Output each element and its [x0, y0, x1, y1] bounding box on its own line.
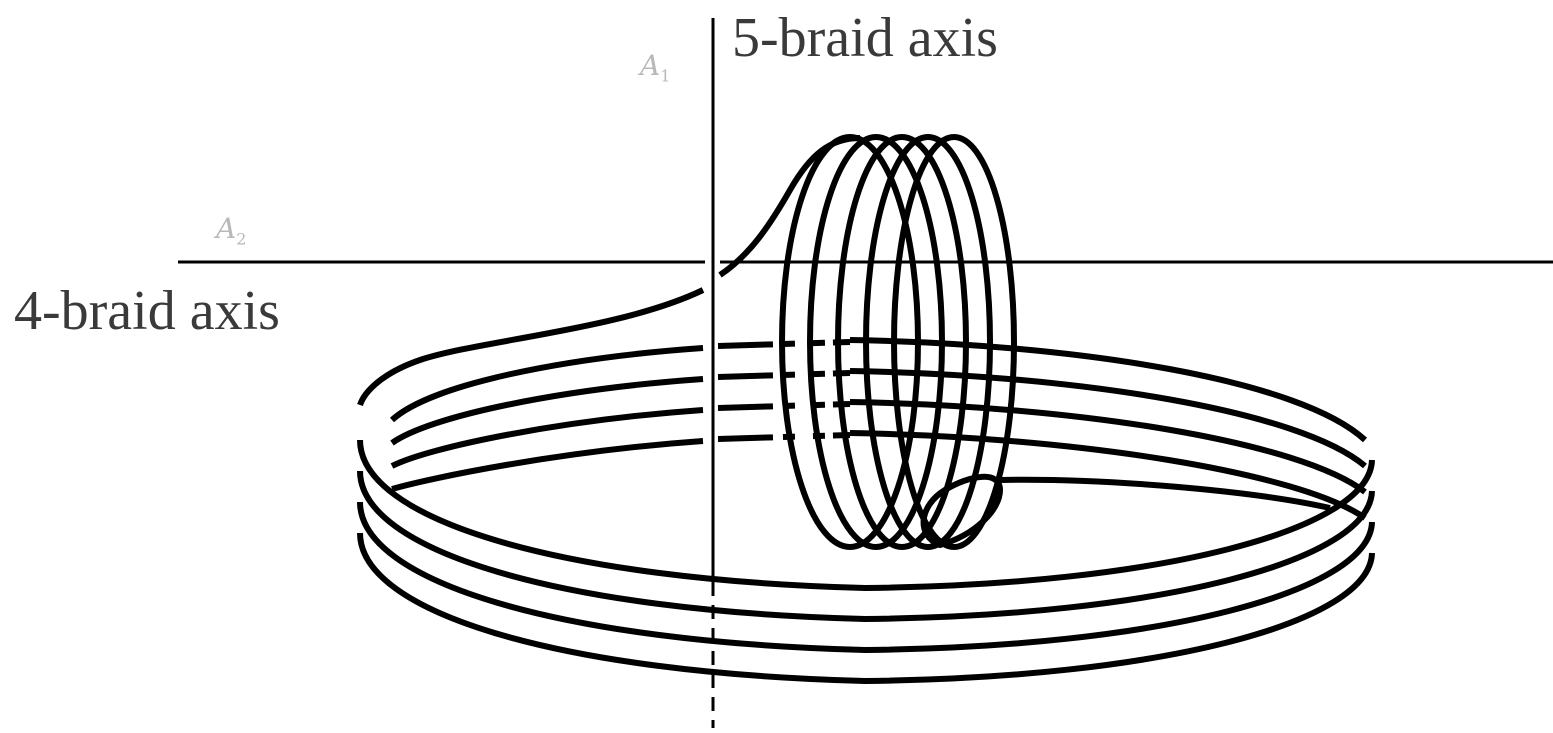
horizontal-loop-back-left-4 — [391, 438, 704, 492]
horizontal-loop-back-left-2 — [390, 376, 704, 446]
horizontal-loop-back-left-3 — [390, 407, 704, 469]
horizontal-loop-back-left-1 — [389, 345, 704, 423]
lower-strand-to-axis — [357, 287, 705, 407]
horizontal-loop-back-right-4 — [849, 430, 1367, 521]
five-braid-axis-label: 5-braid axis — [732, 7, 998, 69]
horizontal-loop-back-right-2 — [849, 368, 1367, 469]
four-braid-axis-label: 4-braid axis — [14, 280, 280, 342]
a2-label: A2 — [216, 215, 246, 248]
a1-label: A1 — [640, 52, 670, 85]
horizontal-loop-back-right-3 — [849, 399, 1367, 495]
upper-strand-to-axis — [718, 135, 861, 278]
horizontal-loop-front-2 — [357, 470, 1375, 623]
a2-index: 2 — [236, 229, 247, 249]
horizontal-loop-hidden-stub-4 — [717, 432, 851, 442]
a1-letter: A — [640, 49, 661, 82]
horizontal-loop-front-4 — [357, 532, 1375, 685]
horizontal-loop-front-3 — [357, 501, 1375, 654]
horizontal-loops — [357, 337, 1375, 685]
a1-index: 1 — [660, 66, 671, 86]
horizontal-loop-front-1 — [357, 439, 1375, 592]
horizontal-loop-hidden-stub-2 — [717, 370, 851, 380]
small-loop-tail — [999, 476, 1331, 511]
a2-letter: A — [216, 212, 237, 245]
horizontal-loop-hidden-stub-1 — [717, 339, 851, 349]
small-inner-loop — [920, 473, 1004, 549]
horizontal-loop-hidden-stub-3 — [717, 401, 851, 411]
horizontal-loop-back-right-1 — [849, 337, 1368, 443]
